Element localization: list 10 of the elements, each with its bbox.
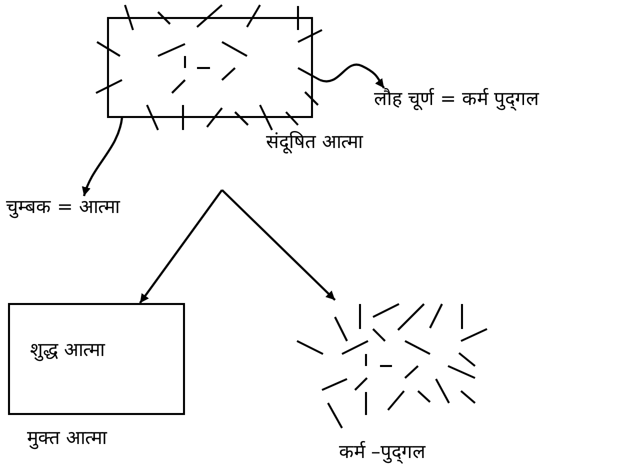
arrow <box>320 64 385 89</box>
arrow <box>139 189 223 304</box>
node-label: संदूषित आत्मा <box>266 131 364 154</box>
box-label: शुद्ध आत्मा <box>30 339 106 362</box>
arrow <box>82 118 124 196</box>
arrow <box>221 189 336 301</box>
text-label: लौह चूर्ण = कर्म पुद्‌गल <box>374 88 540 111</box>
text-label: चुम्बक = आत्मा <box>6 196 120 219</box>
node-label: कर्म –पुद्‌गल <box>339 441 426 464</box>
node-label: मुक्त आत्मा <box>27 427 108 450</box>
